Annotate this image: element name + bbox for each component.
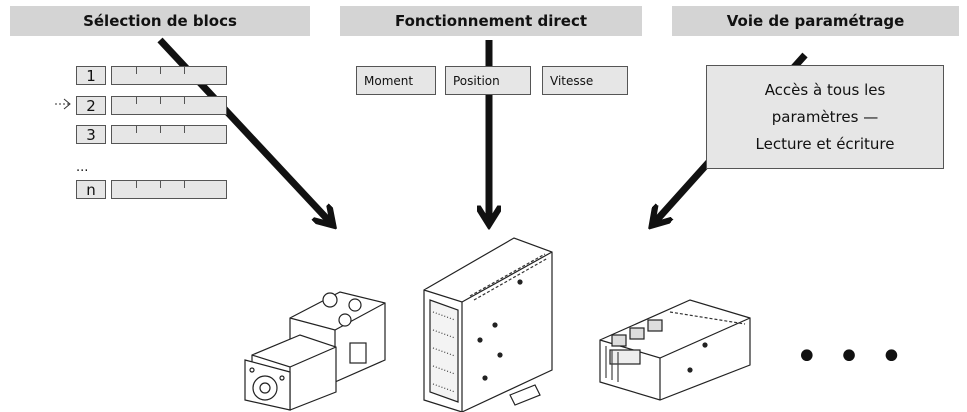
block-row-3 (111, 125, 227, 144)
block-number-3: 3 (76, 125, 106, 144)
block-list-ellipsis: ... (76, 160, 89, 175)
mode-position: Position (445, 66, 531, 95)
more-devices-ellipsis: • • • (795, 334, 907, 380)
param-line-2: paramètres — (771, 107, 879, 126)
compact-drive-device (599, 299, 751, 401)
current-block-pointer (55, 98, 71, 110)
block-row-n (111, 180, 227, 199)
block-number-1: 1 (76, 66, 106, 85)
motor-controller-device (423, 237, 553, 412)
header-param-channel: Voie de paramétrage (672, 6, 959, 36)
param-line-1: Accès à tous les (764, 80, 886, 99)
block-row-1 (111, 66, 227, 85)
block-number-2: 2 (76, 96, 106, 115)
param-access-box: Accès à tous les paramètres — Lecture et… (706, 65, 944, 169)
header-direct-mode: Fonctionnement direct (340, 6, 642, 36)
param-line-3: Lecture et écriture (755, 134, 895, 153)
block-row-2 (111, 96, 227, 115)
block-number-n: n (76, 180, 106, 199)
header-block-selection: Sélection de blocs (10, 6, 310, 36)
servo-motor-device (244, 291, 386, 411)
mode-velocity: Vitesse (542, 66, 628, 95)
mode-torque: Moment (356, 66, 436, 95)
